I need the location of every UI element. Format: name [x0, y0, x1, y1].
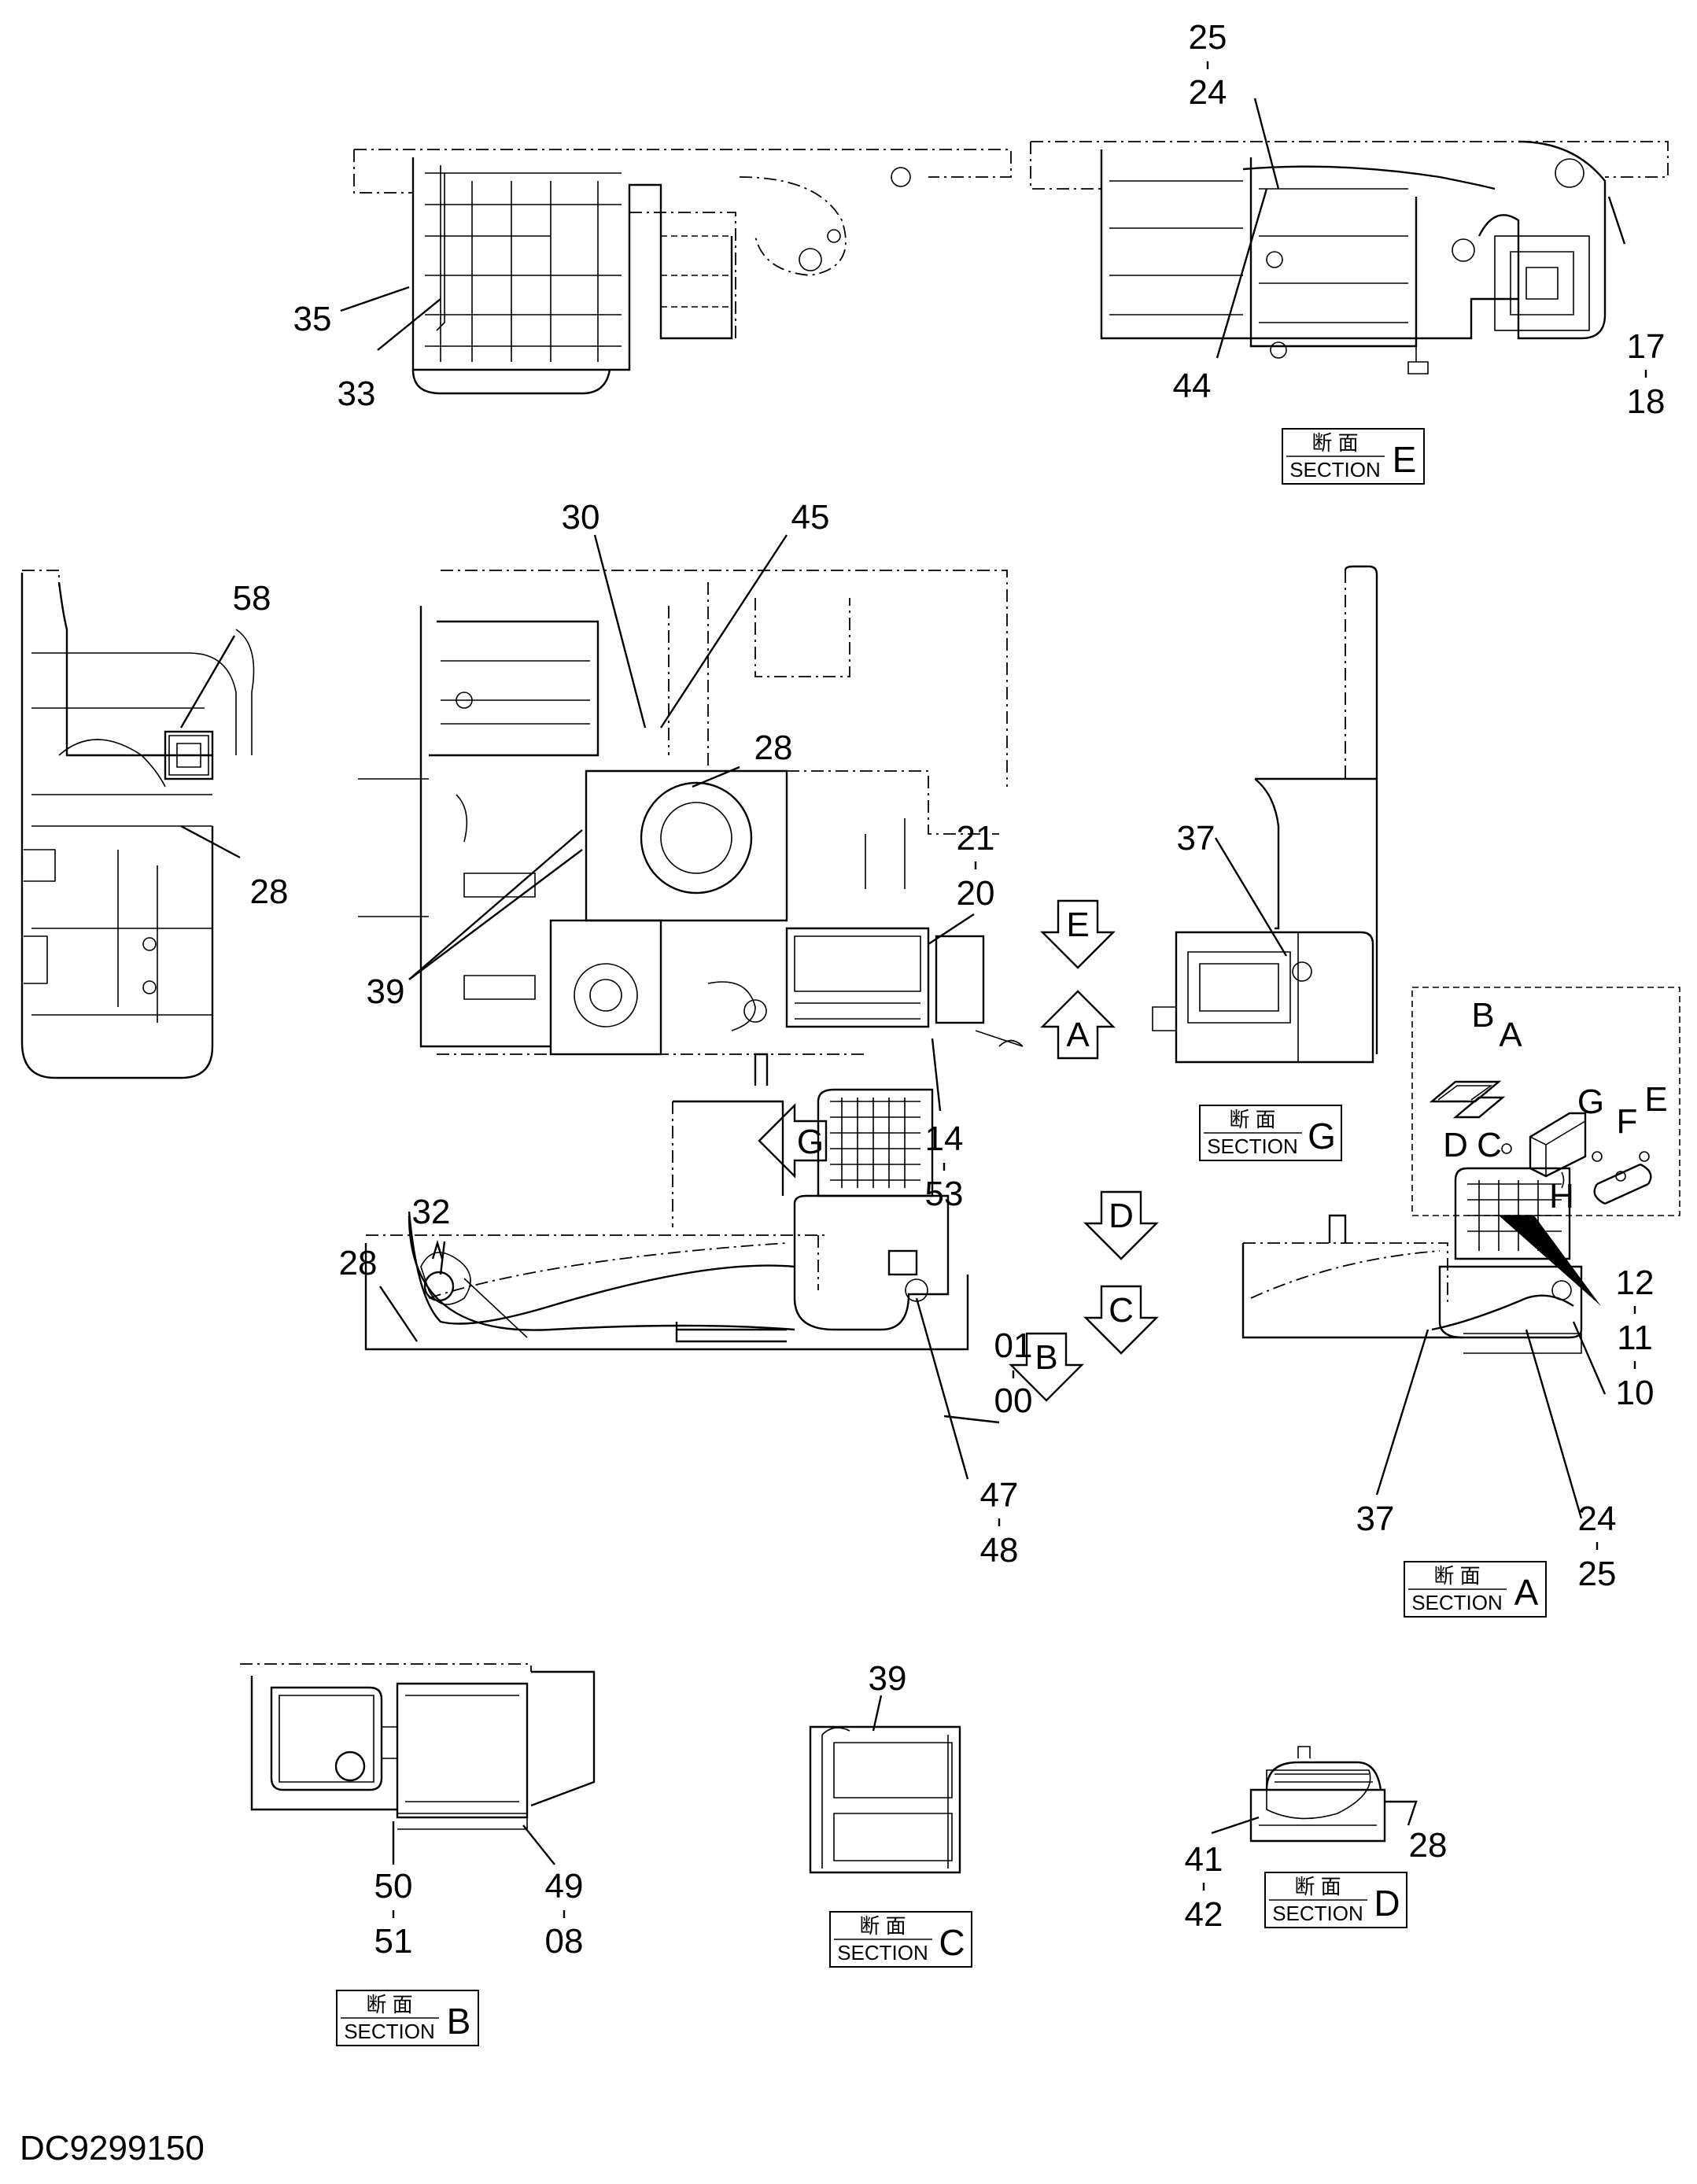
- section-c-word: SECTION: [837, 1941, 928, 1964]
- section-g-kanji: 断 面: [1229, 1108, 1275, 1131]
- section-c-letter: C: [939, 1922, 965, 1963]
- callout-51: 51: [374, 1922, 413, 1961]
- detail-letter-h: H: [1549, 1177, 1574, 1216]
- callout-21: 21: [957, 819, 995, 858]
- section-a-kanji: 断 面: [1433, 1564, 1480, 1588]
- section-box-d: 断 面 SECTION D: [1264, 1872, 1407, 1928]
- callout-35: 35: [293, 300, 332, 338]
- detail-letter-a: A: [1499, 1016, 1522, 1054]
- view-arrow-c-label: C: [1109, 1291, 1134, 1330]
- callout-01: 01: [994, 1326, 1033, 1365]
- section-d-letter: D: [1374, 1883, 1400, 1924]
- view-arrow-a-label: A: [1066, 1016, 1090, 1054]
- callout-44: 44: [1173, 367, 1212, 405]
- view-left-side: [20, 570, 255, 1079]
- view-arrow-e-label: E: [1066, 906, 1089, 944]
- section-c-kanji: 断 面: [859, 1914, 906, 1938]
- section-b-letter: B: [447, 2001, 471, 2042]
- view-section-c: [809, 1725, 961, 1874]
- view-top-left: [353, 149, 1012, 395]
- detail-letter-e: E: [1644, 1080, 1667, 1119]
- section-box-a: 断 面 SECTION A: [1404, 1561, 1547, 1618]
- detail-letter-f: F: [1617, 1102, 1638, 1141]
- callout-37-right: 37: [1177, 819, 1216, 858]
- view-center-elevation: [364, 1053, 969, 1351]
- section-d-kanji: 断 面: [1294, 1875, 1341, 1898]
- section-e-letter: E: [1393, 439, 1417, 480]
- section-a-word: SECTION: [1411, 1591, 1503, 1614]
- view-arrow-e: E: [1040, 899, 1116, 969]
- view-right-elevation: [1241, 1167, 1583, 1354]
- view-right-side: [1152, 565, 1378, 1064]
- section-g-letter: G: [1308, 1116, 1336, 1157]
- view-arrow-d: D: [1083, 1190, 1159, 1260]
- callout-25: 25: [1189, 18, 1227, 57]
- callout-10: 10: [1616, 1374, 1655, 1412]
- callout-48: 48: [980, 1531, 1019, 1570]
- detail-letter-b: B: [1471, 996, 1494, 1035]
- view-arrow-b-label: B: [1035, 1338, 1057, 1377]
- callout-28-left: 28: [250, 872, 289, 911]
- callout-11: 11: [1617, 1319, 1653, 1357]
- view-section-b: [240, 1663, 596, 1830]
- leader-lines: [179, 98, 1626, 1865]
- callout-49: 49: [545, 1867, 584, 1905]
- section-a-letter: A: [1514, 1572, 1539, 1613]
- callout-14: 14: [925, 1120, 964, 1158]
- drawing-code: DC9299150: [20, 2129, 205, 2167]
- callout-17: 17: [1627, 327, 1666, 366]
- callout-39-section-c: 39: [869, 1659, 907, 1698]
- section-b-kanji: 断 面: [366, 1993, 412, 2016]
- view-arrow-g: G: [758, 1103, 828, 1179]
- callout-00: 00: [994, 1382, 1033, 1420]
- callout-24: 24: [1189, 73, 1227, 112]
- section-d-word: SECTION: [1272, 1902, 1363, 1925]
- section-b-word: SECTION: [344, 2020, 435, 2043]
- view-center-plan: [358, 570, 1024, 1056]
- view-arrow-a: A: [1040, 990, 1116, 1060]
- view-arrow-g-label: G: [797, 1123, 824, 1161]
- callout-25-elev: 25: [1578, 1555, 1617, 1593]
- callout-labels: 25 24 35 33 44 17 18 30 45 58 28 28 21 2…: [233, 18, 1666, 1961]
- section-g-word: SECTION: [1207, 1134, 1298, 1158]
- callout-32: 32: [412, 1193, 451, 1231]
- section-e-kanji: 断 面: [1311, 431, 1358, 455]
- detail-letter-d: D: [1443, 1126, 1468, 1164]
- section-e-word: SECTION: [1289, 458, 1381, 481]
- callout-08: 08: [545, 1922, 584, 1961]
- callout-24-elev: 24: [1578, 1500, 1617, 1538]
- section-box-g: 断 面 SECTION G: [1199, 1105, 1342, 1161]
- detail-letter-g: G: [1577, 1083, 1604, 1121]
- callout-42: 42: [1185, 1895, 1223, 1934]
- view-top-right: [1030, 140, 1669, 374]
- view-arrow-d-label: D: [1109, 1197, 1134, 1235]
- callout-47: 47: [980, 1476, 1019, 1514]
- detail-letters: B A G E F D C H: [1443, 996, 1668, 1216]
- callout-39-center: 39: [367, 972, 405, 1011]
- section-box-e: 断 面 SECTION E: [1282, 428, 1425, 485]
- callout-28-elev: 28: [339, 1244, 378, 1282]
- callout-41: 41: [1185, 1840, 1223, 1879]
- section-box-b: 断 面 SECTION B: [336, 1990, 479, 2046]
- detail-letter-c: C: [1477, 1126, 1502, 1164]
- callout-28-section-d: 28: [1409, 1826, 1448, 1865]
- callout-50: 50: [374, 1867, 413, 1905]
- callout-30: 30: [562, 498, 600, 537]
- callout-33: 33: [338, 374, 376, 413]
- view-arrow-c: C: [1083, 1285, 1159, 1355]
- callout-28-center: 28: [754, 729, 793, 767]
- view-section-d: [1249, 1746, 1386, 1843]
- callout-58: 58: [233, 579, 271, 618]
- callout-53: 53: [925, 1175, 964, 1213]
- section-box-c: 断 面 SECTION C: [829, 1911, 972, 1968]
- callout-12: 12: [1616, 1264, 1655, 1302]
- callout-18: 18: [1627, 382, 1666, 421]
- callout-20: 20: [957, 874, 995, 913]
- view-arrow-b: B: [1009, 1332, 1084, 1402]
- callout-37-elev: 37: [1356, 1500, 1395, 1538]
- callout-45: 45: [791, 498, 830, 537]
